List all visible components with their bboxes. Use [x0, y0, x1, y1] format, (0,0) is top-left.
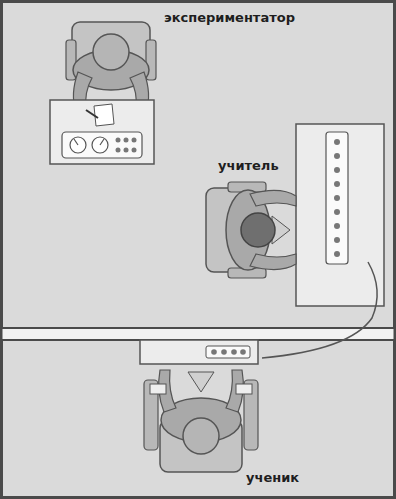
dividing-wall [2, 328, 395, 340]
paper [94, 104, 114, 126]
electric-wire [262, 262, 377, 358]
dial-needle [100, 139, 104, 145]
desk [140, 340, 258, 364]
answer-board [206, 346, 250, 358]
dial [92, 137, 108, 153]
desk [50, 100, 154, 164]
pen [86, 110, 98, 118]
arm [250, 254, 296, 270]
control-panel [62, 132, 142, 158]
head [183, 418, 219, 454]
shock-generator [326, 132, 348, 264]
role-label: ученик [246, 470, 299, 486]
switches [334, 139, 340, 257]
strap [150, 384, 166, 394]
arm [250, 190, 296, 206]
role-label: учитель [218, 158, 279, 174]
dial-needle [74, 139, 78, 145]
buttons [116, 138, 137, 153]
role-label: экспериментатор [164, 10, 295, 26]
answer-buttons [211, 349, 246, 355]
collar [188, 372, 214, 392]
strap [236, 384, 252, 394]
desk [296, 124, 384, 306]
head [241, 213, 275, 247]
head [93, 34, 129, 70]
dial [70, 137, 86, 153]
